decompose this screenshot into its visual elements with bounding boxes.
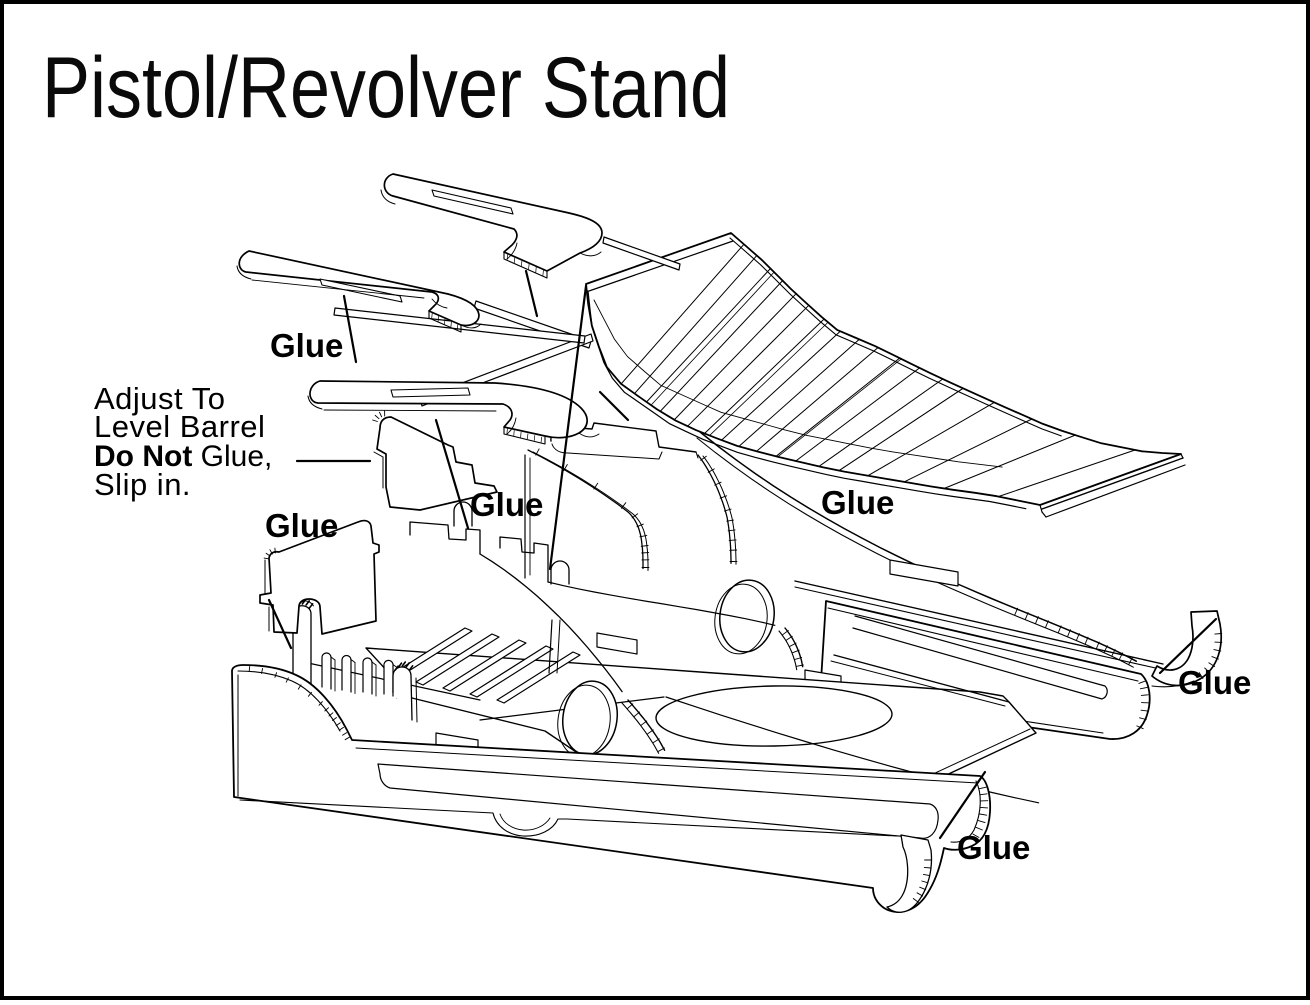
svg-text:Glue: Glue [957, 829, 1030, 866]
svg-text:Glue: Glue [470, 486, 543, 523]
svg-text:Glue: Glue [270, 327, 343, 364]
svg-text:Glue: Glue [1178, 664, 1251, 701]
svg-text:Level Barrel: Level Barrel [94, 409, 265, 444]
svg-text:Glue: Glue [821, 484, 894, 521]
svg-text:Glue: Glue [265, 507, 338, 544]
svg-text:Pistol/Revolver Stand: Pistol/Revolver Stand [42, 40, 730, 136]
svg-text:Slip in.: Slip in. [94, 467, 191, 502]
